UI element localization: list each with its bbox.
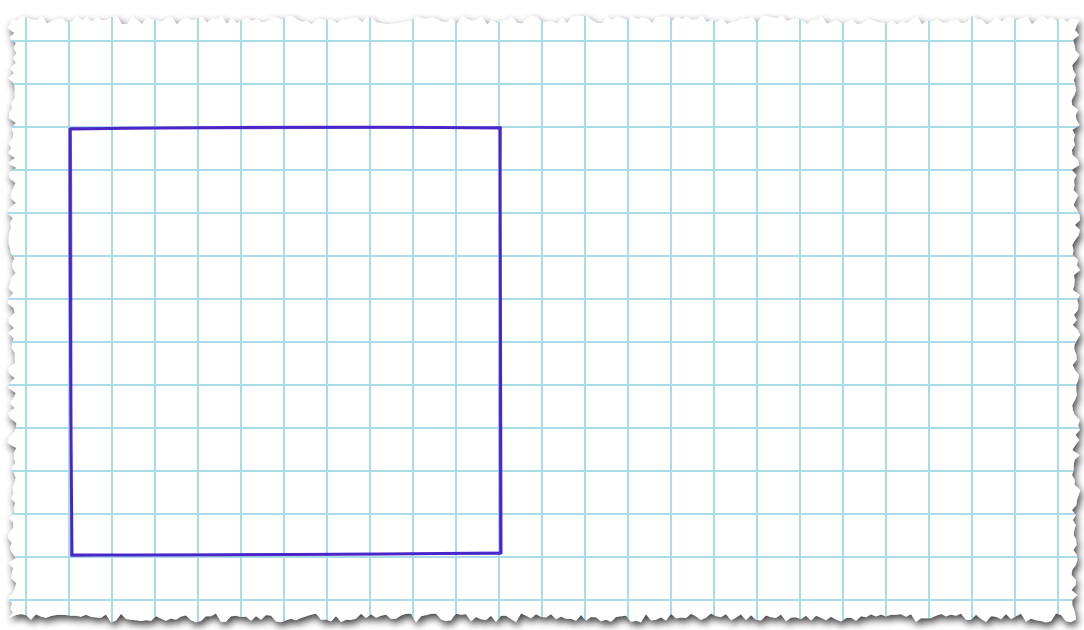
square-outline-second-pass bbox=[70, 126, 502, 557]
paper-sheet bbox=[7, 15, 1081, 623]
hand-drawn-square bbox=[68, 125, 503, 557]
torn-paper-sheet bbox=[7, 15, 1081, 623]
grid-lines bbox=[7, 15, 1081, 623]
